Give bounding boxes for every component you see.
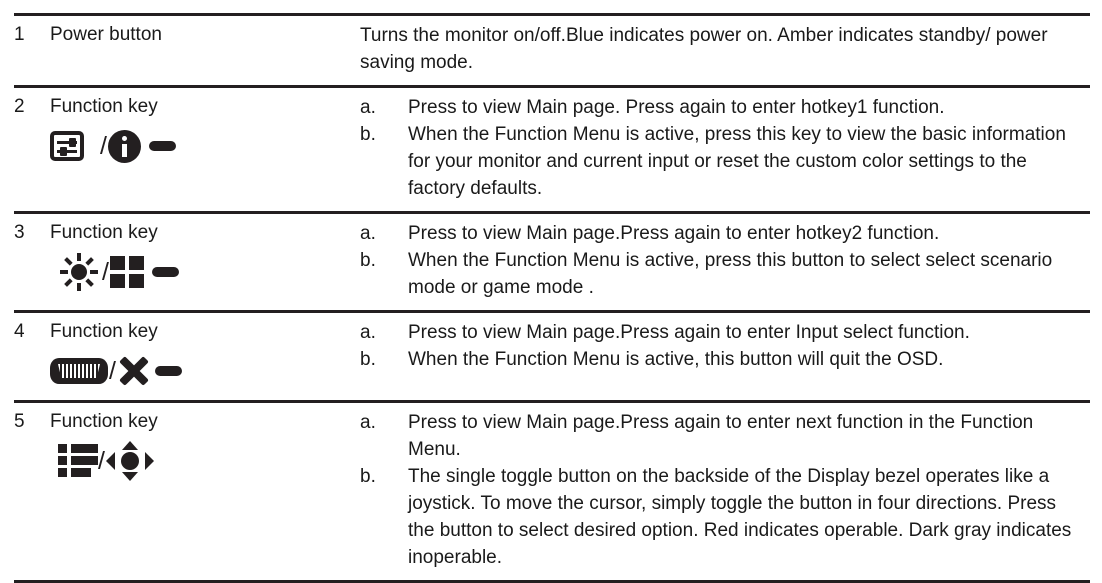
sliders-icon (50, 131, 84, 161)
list-text: Press to view Main page. Press again to … (408, 97, 945, 118)
list-text: When the Function Menu is active, press … (408, 250, 1053, 298)
list-marker: a. (360, 97, 376, 118)
list-text: The single toggle button on the backside… (408, 466, 1072, 568)
control-name-cell: Function key / (50, 213, 360, 312)
list-text: Press to view Main page.Press again to e… (408, 412, 1034, 460)
list-item: b. When the Function Menu is active, pre… (360, 247, 1090, 301)
row-number: 5 (14, 411, 25, 432)
slash-separator: / (102, 257, 109, 286)
list-item: b. The single toggle button on the backs… (360, 463, 1090, 571)
table-row: 2 Function key / (14, 86, 1090, 213)
list-text: Press to view Main page.Press again to e… (408, 322, 970, 343)
control-icon-group: / (50, 126, 360, 166)
control-icon-group: / (50, 351, 360, 391)
dash-icon (151, 267, 179, 277)
control-name-label: Function key (50, 222, 158, 243)
list-item: b. When the Function Menu is active, pre… (360, 121, 1090, 202)
control-name-cell: Power button (50, 15, 360, 87)
brightness-sun-icon (60, 253, 98, 291)
table-row: 3 Function key / (14, 212, 1090, 312)
description-text: Turns the monitor on/off.Blue indicates … (360, 25, 1048, 73)
control-name-cell: Function key / (50, 402, 360, 582)
row-number: 4 (14, 321, 25, 342)
control-name-cell: Function key / (50, 87, 360, 213)
description-list: a. Press to view Main page. Press again … (360, 94, 1090, 202)
list-marker: b. (360, 349, 376, 370)
description-cell: a. Press to view Main page. Press again … (360, 87, 1090, 213)
slash-separator: / (100, 131, 107, 160)
description-list: a. Press to view Main page.Press again t… (360, 220, 1090, 301)
list-menu-icon (58, 444, 98, 478)
dash-icon (154, 366, 182, 376)
control-name-label: Power button (50, 24, 162, 45)
list-marker: a. (360, 322, 376, 343)
control-icon-group: / (50, 252, 360, 292)
list-marker: a. (360, 412, 376, 433)
row-number: 1 (14, 24, 25, 45)
monitor-controls-table: 1 Power button Turns the monitor on/off.… (14, 13, 1090, 583)
table-row: 4 Function key / a. (14, 311, 1090, 402)
description-cell: a. Press to view Main page.Press again t… (360, 312, 1090, 402)
row-number: 3 (14, 222, 25, 243)
grid-tiles-icon (109, 256, 144, 288)
list-text: When the Function Menu is active, this b… (408, 349, 944, 370)
description-cell: a. Press to view Main page.Press again t… (360, 402, 1090, 582)
description-cell: a. Press to view Main page.Press again t… (360, 213, 1090, 312)
close-x-icon (117, 354, 151, 388)
list-marker: b. (360, 466, 376, 487)
dash-icon (148, 141, 176, 151)
description-list: a. Press to view Main page.Press again t… (360, 319, 1090, 373)
list-item: a. Press to view Main page. Press again … (360, 94, 1090, 121)
description-list: a. Press to view Main page.Press again t… (360, 409, 1090, 571)
table-row: 5 Function key / (14, 401, 1090, 582)
list-item: a. Press to view Main page.Press again t… (360, 220, 1090, 247)
hdmi-connector-icon (50, 358, 108, 384)
list-text: Press to view Main page.Press again to e… (408, 223, 940, 244)
control-name-label: Function key (50, 321, 158, 342)
list-marker: b. (360, 124, 376, 145)
control-name-label: Function key (50, 411, 158, 432)
slash-separator: / (109, 356, 116, 385)
list-text: When the Function Menu is active, press … (408, 124, 1066, 199)
list-marker: a. (360, 223, 376, 244)
list-marker: b. (360, 250, 376, 271)
description-cell: Turns the monitor on/off.Blue indicates … (360, 15, 1090, 87)
joystick-icon (105, 441, 154, 481)
info-circle-icon (107, 129, 141, 163)
list-item: b. When the Function Menu is active, thi… (360, 346, 1090, 373)
row-number: 2 (14, 96, 25, 117)
slash-separator: / (98, 446, 105, 475)
control-name-label: Function key (50, 96, 158, 117)
table-row: 1 Power button Turns the monitor on/off.… (14, 14, 1090, 87)
control-name-cell: Function key / (50, 312, 360, 402)
control-icon-group: / (50, 441, 360, 481)
list-item: a. Press to view Main page.Press again t… (360, 319, 1090, 346)
list-item: a. Press to view Main page.Press again t… (360, 409, 1090, 463)
